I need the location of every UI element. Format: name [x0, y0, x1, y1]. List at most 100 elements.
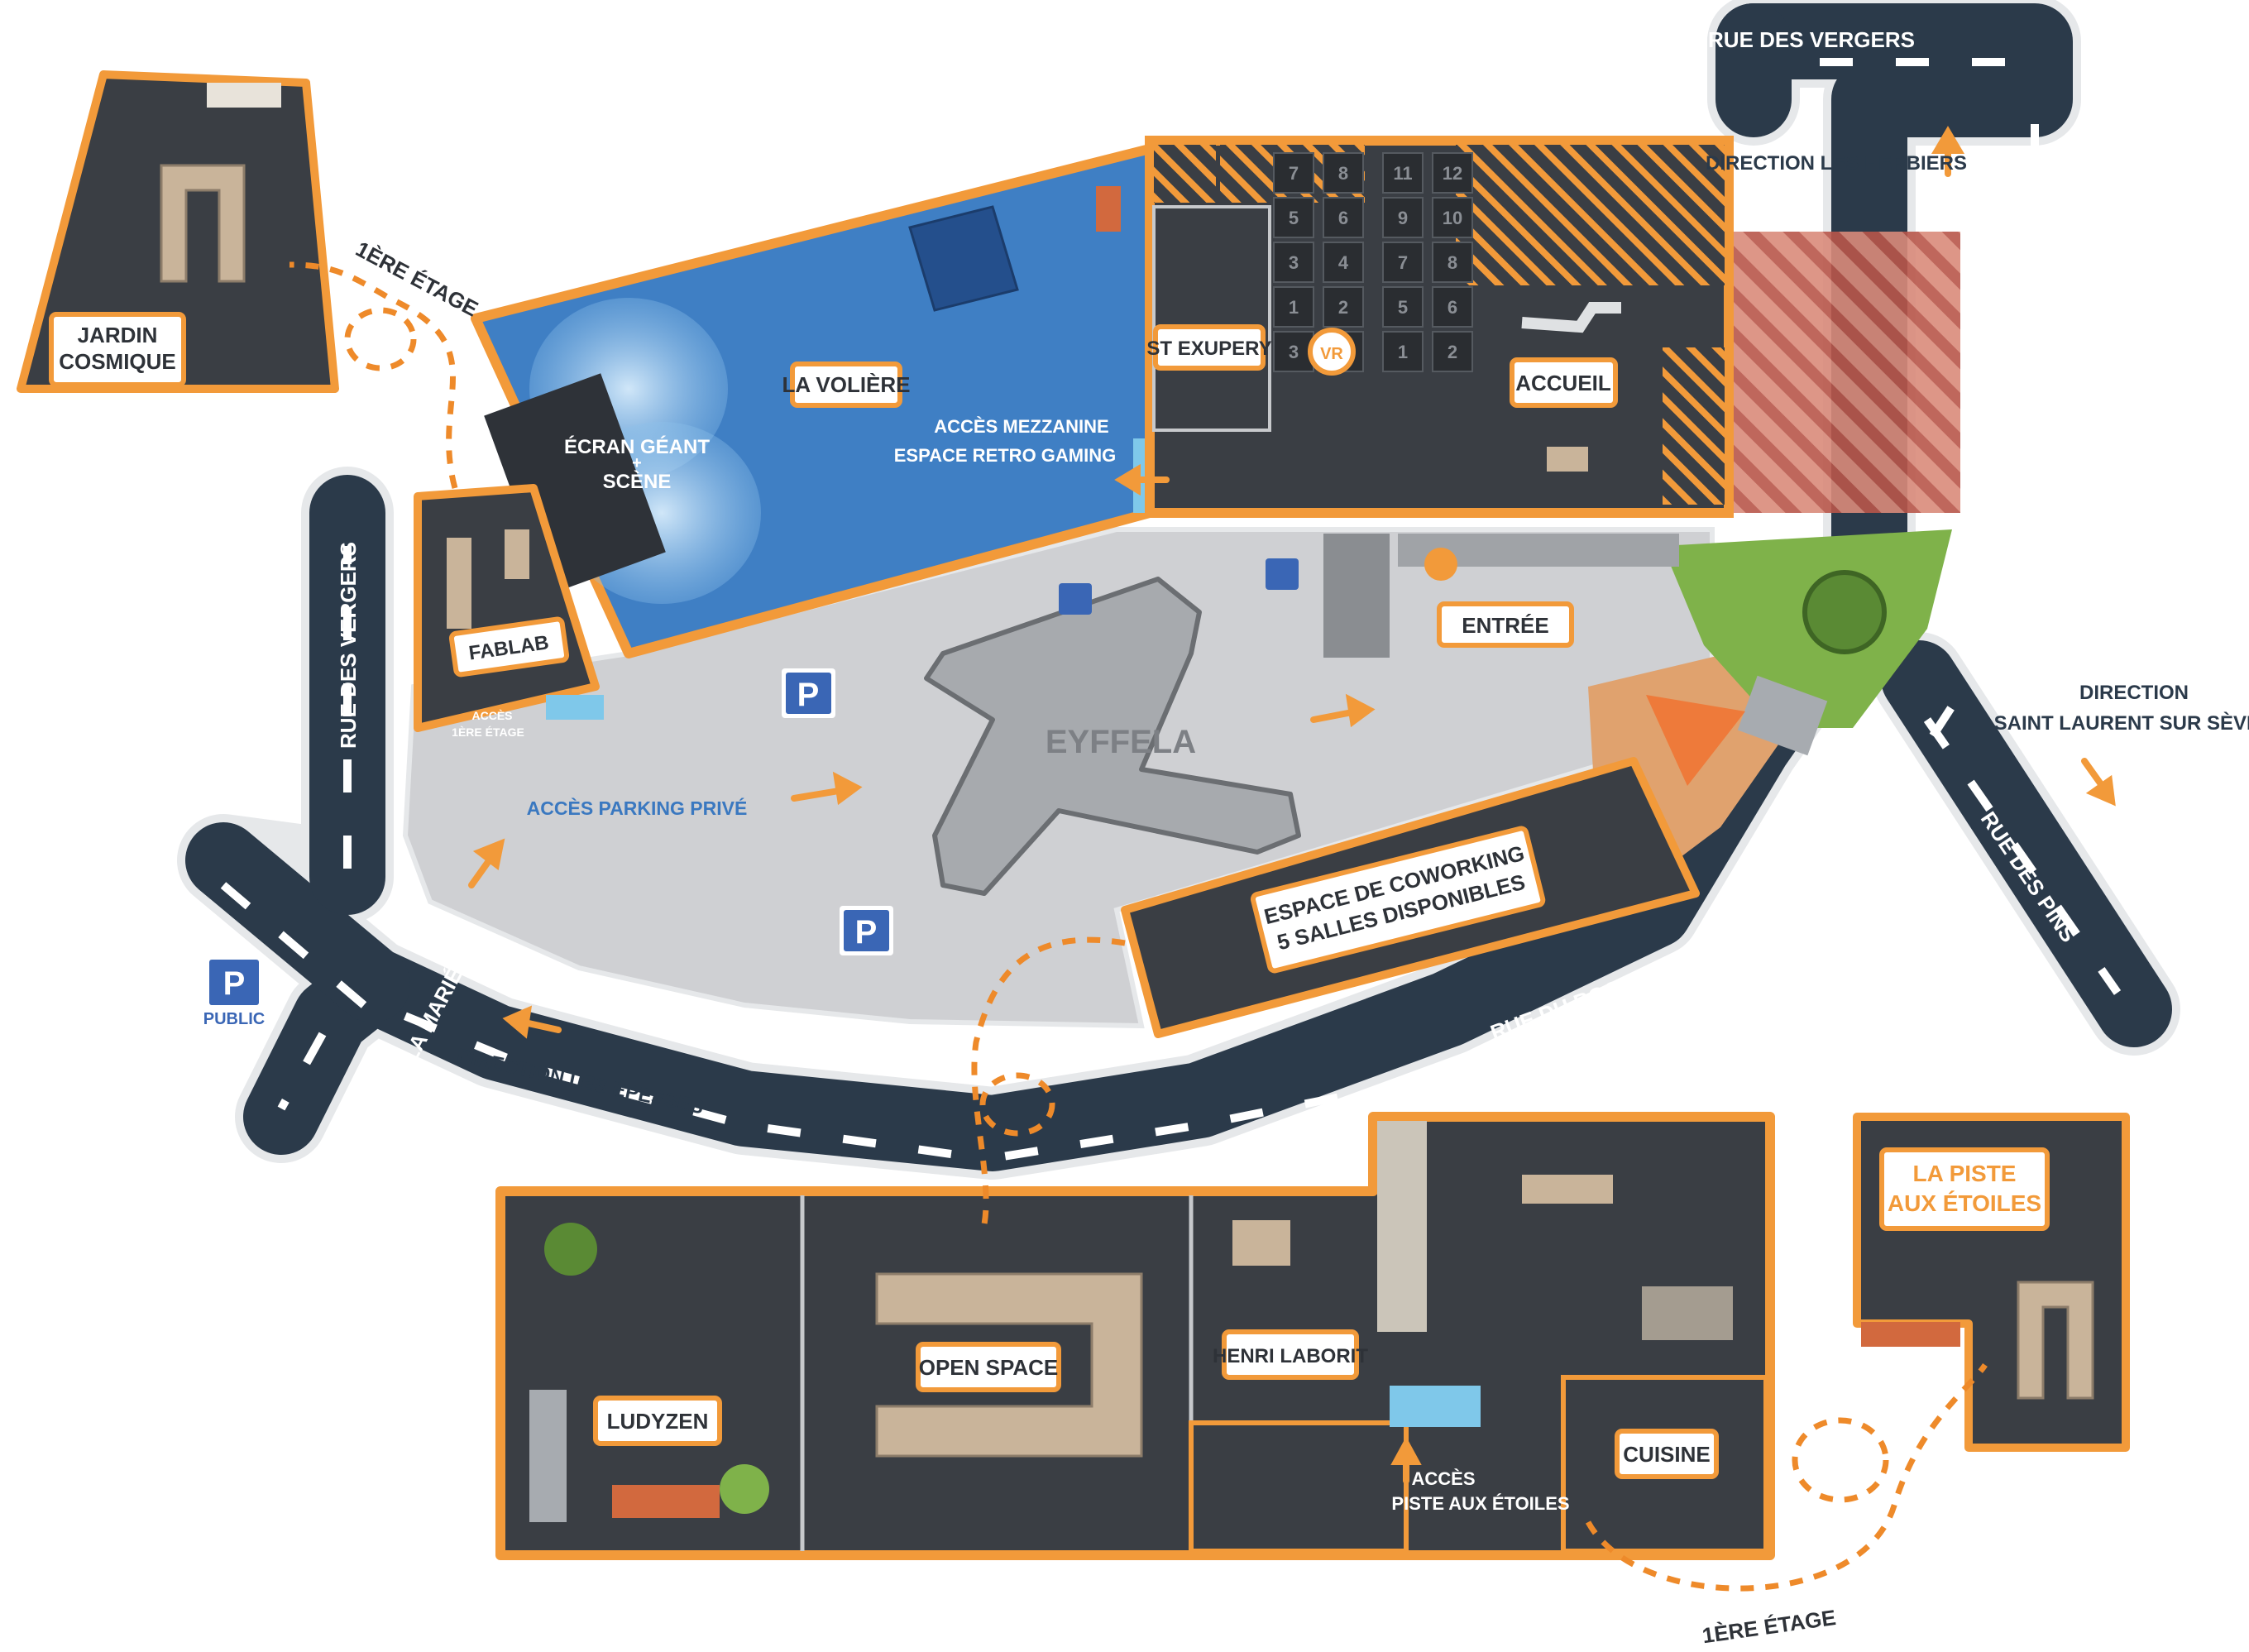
floor-label-left: 1ÈRE ÉTAGE — [352, 237, 482, 322]
workbench-3 — [447, 579, 471, 629]
jardin-cosmique-floor — [17, 70, 339, 393]
direction-saint-laurent-2: SAINT LAURENT SUR SÈVRE — [1994, 711, 2249, 735]
svg-text:PUBLIC: PUBLIC — [203, 1010, 265, 1028]
locker-number: 4 — [1338, 252, 1349, 273]
accessibility-icon — [1059, 583, 1092, 615]
reception-desk — [1521, 302, 1621, 333]
locker — [1273, 331, 1314, 372]
locker — [1432, 242, 1473, 283]
stage-blue — [908, 205, 1019, 312]
label-boxes — [49, 312, 2050, 1479]
label-ecran-3: SCÈNE — [603, 470, 672, 493]
locker-number: 5 — [1289, 208, 1299, 228]
henri-table — [1232, 1220, 1290, 1266]
terrace-table — [1737, 675, 1828, 756]
locker-number: 5 — [1398, 297, 1408, 318]
locker — [1323, 152, 1364, 194]
label-access-piste-1: ACCÈS — [1411, 1468, 1475, 1489]
locker — [1273, 152, 1314, 194]
floor-label-bottom: 1ÈRE ÉTAGE — [1701, 1605, 1837, 1648]
locker-number: 3 — [1289, 342, 1299, 362]
brick-wall — [1096, 186, 1121, 232]
locker-number: 2 — [1447, 342, 1457, 362]
room-label-henri-laborit: HENRI LABORIT — [1213, 1345, 1368, 1367]
label-ecran-2: + — [632, 454, 642, 472]
locker-number: 11 — [1393, 163, 1412, 184]
locker — [1432, 286, 1473, 328]
locker-number: 1 — [1289, 297, 1299, 318]
locker — [1323, 197, 1364, 238]
label-eyffela: EYFFELA — [1046, 724, 1196, 760]
plant-icon-2 — [720, 1464, 769, 1514]
workbench-2 — [505, 529, 529, 579]
accessibility-icon-entrance — [1424, 548, 1457, 581]
locker-number: 6 — [1447, 297, 1457, 318]
locker — [1273, 197, 1314, 238]
room-label-jardin-1: JARDIN — [78, 323, 158, 347]
locker-number: 9 — [1398, 208, 1408, 228]
label-entree: ENTRÉE — [1462, 613, 1548, 638]
locker-number: 2 — [1338, 297, 1348, 318]
label-parking-prive: ACCÈS PARKING PRIVÉ — [527, 797, 748, 819]
locker-number: 8 — [1447, 252, 1457, 273]
road-network — [177, 0, 2180, 1180]
locker — [1432, 197, 1473, 238]
locker — [1273, 242, 1314, 283]
sunshade-icon — [1646, 695, 1745, 786]
ludyzen-bench — [612, 1485, 720, 1518]
parking-sign-public: P PUBLIC — [203, 960, 265, 1028]
locker-number: 7 — [1289, 163, 1299, 184]
locker-number: 3 — [1289, 252, 1299, 273]
lower-building — [495, 1112, 1775, 1560]
entrance-path — [1323, 534, 1390, 658]
locker — [1382, 286, 1424, 328]
label-fablab-access-1: ACCÈS — [471, 709, 512, 722]
locker — [1382, 331, 1424, 372]
room-label-st-exupery: ST EXUPERY — [1146, 338, 1271, 360]
svg-text:P: P — [797, 677, 820, 713]
vr-badge — [1308, 328, 1356, 376]
locker — [1323, 242, 1364, 283]
street-vergers-top: RUE DES VERGERS — [1708, 27, 1915, 52]
svg-text:P: P — [855, 914, 878, 950]
vr-label: VR — [1320, 345, 1343, 363]
room-label-piste-2: AUX ÉTOILES — [1888, 1190, 2041, 1216]
room-label-voliere: LA VOLIÈRE — [782, 372, 910, 397]
locker-grid: 78111256910347812563412 — [1273, 152, 1473, 372]
locker — [1432, 152, 1473, 194]
parking-sign-2: P — [840, 906, 893, 955]
room-label-ludyzen: LUDYZEN — [607, 1409, 709, 1434]
open-space-tables — [875, 1272, 1143, 1458]
tree-icon — [1802, 570, 1887, 654]
label-fablab-access-2: 1ÈRE ÉTAGE — [452, 725, 524, 739]
room-label-piste-1: LA PISTE — [1913, 1161, 2017, 1186]
locker-number: 6 — [1338, 208, 1348, 228]
stairs-piste — [1390, 1386, 1481, 1427]
parking-sign-1: P — [782, 668, 835, 718]
cuisine-table-1 — [1522, 1175, 1613, 1204]
locker — [1432, 331, 1473, 372]
room-label-cuisine: CUISINE — [1623, 1442, 1710, 1467]
label-mezzanine-1: ACCÈS MEZZANINE — [934, 416, 1108, 437]
lounge-table — [1547, 447, 1588, 472]
hatched-plot — [1729, 232, 1960, 513]
hatched-area-4 — [1663, 347, 1725, 505]
walking-paths — [289, 261, 1988, 1592]
cuisine-table-2 — [1642, 1286, 1733, 1340]
locker — [1382, 242, 1424, 283]
room-label-jardin-2: COSMIQUE — [59, 349, 176, 374]
locker — [1382, 152, 1424, 194]
ludyzen-sofa — [529, 1390, 567, 1522]
street-vergers-left: RUE DES VERGERS — [336, 542, 361, 749]
kitchenette — [207, 83, 281, 108]
locker-number: 12 — [1443, 163, 1462, 184]
room-st-exupery — [1152, 205, 1271, 432]
room-label-open-space: OPEN SPACE — [919, 1355, 1059, 1380]
locker — [1273, 286, 1314, 328]
direction-saint-laurent-1: DIRECTION — [2079, 682, 2189, 704]
accessibility-icon-2 — [1266, 558, 1299, 590]
svg-text:P: P — [223, 965, 246, 1002]
direction-herbiers: DIRECTION LES HERBIERS — [1706, 152, 1967, 175]
locker-number: 8 — [1338, 163, 1348, 184]
